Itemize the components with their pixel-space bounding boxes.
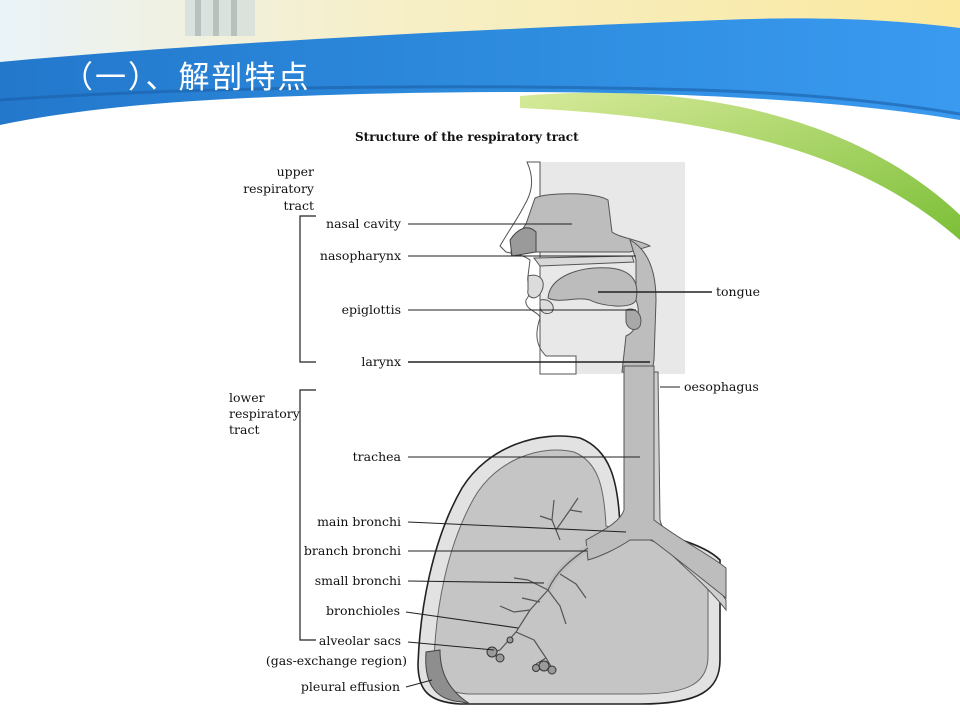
label-oesophagus: oesophagus xyxy=(684,379,759,394)
upper-group-label: upper respiratory tract xyxy=(243,164,315,213)
label-gas-exchange: (gas-exchange region) xyxy=(266,653,407,668)
label-tongue: tongue xyxy=(716,284,760,299)
upper-bracket xyxy=(299,215,316,363)
lower-group-label: lower respiratory tract xyxy=(229,390,301,437)
svg-text:tract: tract xyxy=(284,198,314,213)
svg-text:respiratory: respiratory xyxy=(243,181,315,196)
svg-text:tract: tract xyxy=(229,422,259,437)
svg-text:upper: upper xyxy=(277,164,314,179)
label-pleural-effusion: pleural effusion xyxy=(301,679,400,694)
label-epiglottis: epiglottis xyxy=(342,302,401,317)
label-bronchioles: bronchioles xyxy=(326,603,400,618)
svg-text:respiratory: respiratory xyxy=(229,406,301,421)
tongue-shape xyxy=(547,267,638,307)
pleural-effusion-shape xyxy=(425,649,471,705)
label-alveolar-sacs: alveolar sacs xyxy=(319,633,401,648)
label-nasopharynx: nasopharynx xyxy=(320,248,401,263)
green-swoosh xyxy=(520,92,960,240)
label-nasal-cavity: nasal cavity xyxy=(326,216,402,231)
svg-text:lower: lower xyxy=(229,390,265,405)
trachea-shape xyxy=(585,365,727,600)
label-main-bronchi: main bronchi xyxy=(317,514,401,529)
diagram-title: Structure of the respiratory tract xyxy=(355,130,579,144)
lower-bracket xyxy=(299,389,316,641)
photo-strip xyxy=(185,0,255,36)
label-larynx: larynx xyxy=(361,354,401,369)
label-small-bronchi: small bronchi xyxy=(315,573,401,588)
label-trachea: trachea xyxy=(353,449,402,464)
label-branch-bronchi: branch bronchi xyxy=(304,543,401,558)
header-banner xyxy=(0,0,960,240)
slide-title: （一）、解剖特点 xyxy=(62,60,311,96)
blue-band xyxy=(0,18,960,126)
